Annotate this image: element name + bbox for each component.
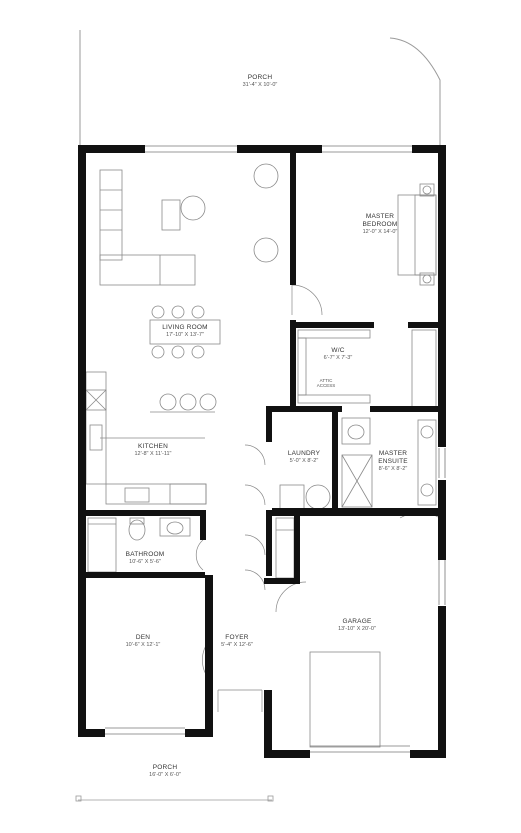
porch-top-dims: 31'-4" X 10'-0" [242, 82, 278, 88]
living-room-dims: 17'-10" X 13'-7" [166, 332, 204, 338]
kitchen-label: KITCHEN 12'-8" X 11'-11" [135, 443, 172, 458]
foyer-name: FOYER [225, 634, 249, 641]
living-room-label: LIVING ROOM 17'-10" X 13'-7" [162, 324, 208, 339]
den-name: DEN [135, 634, 151, 641]
garage-label: GARAGE 13'-10" X 20'-0" [338, 618, 376, 633]
master-bedroom-label: MASTER BEDROOM 12'-0" X 14'-0" [363, 213, 398, 236]
wic-label: W/C 6'-7" X 7'-3" [324, 347, 353, 362]
bathroom-name: BATHROOM [125, 551, 165, 558]
laundry-name: LAUNDRY [287, 450, 321, 457]
porch-top-name: PORCH [247, 74, 273, 81]
kitchen-name: KITCHEN [138, 443, 168, 450]
garage-name: GARAGE [342, 618, 372, 625]
bathroom-dims: 10'-6" X 5'-6" [129, 559, 161, 565]
bathroom-label: BATHROOM 10'-6" X 5'-6" [126, 551, 165, 566]
master-ensuite-label: MASTER ENSUITE 8'-6" X 8'-2" [378, 450, 408, 473]
laundry-dims: 5'-0" X 8'-2" [289, 458, 319, 464]
master-ensuite-name-1: MASTER [378, 450, 408, 457]
master-ensuite-name-2: ENSUITE [378, 458, 408, 465]
porch-bottom-dims: 16'-0" X 6'-0" [149, 772, 181, 778]
porch-top-label: PORCH 31'-4" X 10'-0" [243, 74, 278, 89]
attic-line-2: ACCESS [316, 383, 336, 388]
wic-name: W/C [331, 347, 345, 354]
master-bedroom-name-2: BEDROOM [362, 221, 398, 228]
garage-dims: 13'-10" X 20'-0" [338, 626, 376, 632]
porch-top-outline [79, 30, 441, 148]
foyer-dims: 5'-4" X 12'-6" [221, 642, 253, 648]
door-swings [195, 284, 441, 712]
den-dims: 10'-6" X 12'-1" [125, 642, 161, 648]
attic-line-1: ATTIC [319, 378, 333, 383]
attic-access-label: ATTIC ACCESS [317, 378, 336, 388]
laundry-label: LAUNDRY 5'-0" X 8'-2" [288, 450, 320, 465]
den-label: DEN 10'-6" X 12'-1" [126, 634, 161, 649]
living-room-name: LIVING ROOM [162, 324, 208, 331]
master-bedroom-name-1: MASTER [365, 213, 395, 220]
porch-bottom-label: PORCH 16'-0" X 6'-0" [149, 764, 181, 779]
master-bedroom-dims: 12'-0" X 14'-0" [362, 229, 398, 235]
windows [105, 145, 446, 753]
foyer-label: FOYER 5'-4" X 12'-6" [221, 634, 253, 649]
porch-bottom-outline [75, 795, 274, 802]
furniture [85, 163, 437, 748]
walls [78, 145, 446, 758]
porch-bottom-name: PORCH [152, 764, 178, 771]
master-ensuite-dims: 8'-6" X 8'-2" [378, 466, 408, 472]
kitchen-dims: 12'-8" X 11'-11" [134, 451, 172, 457]
wic-dims: 6'-7" X 7'-3" [323, 355, 353, 361]
